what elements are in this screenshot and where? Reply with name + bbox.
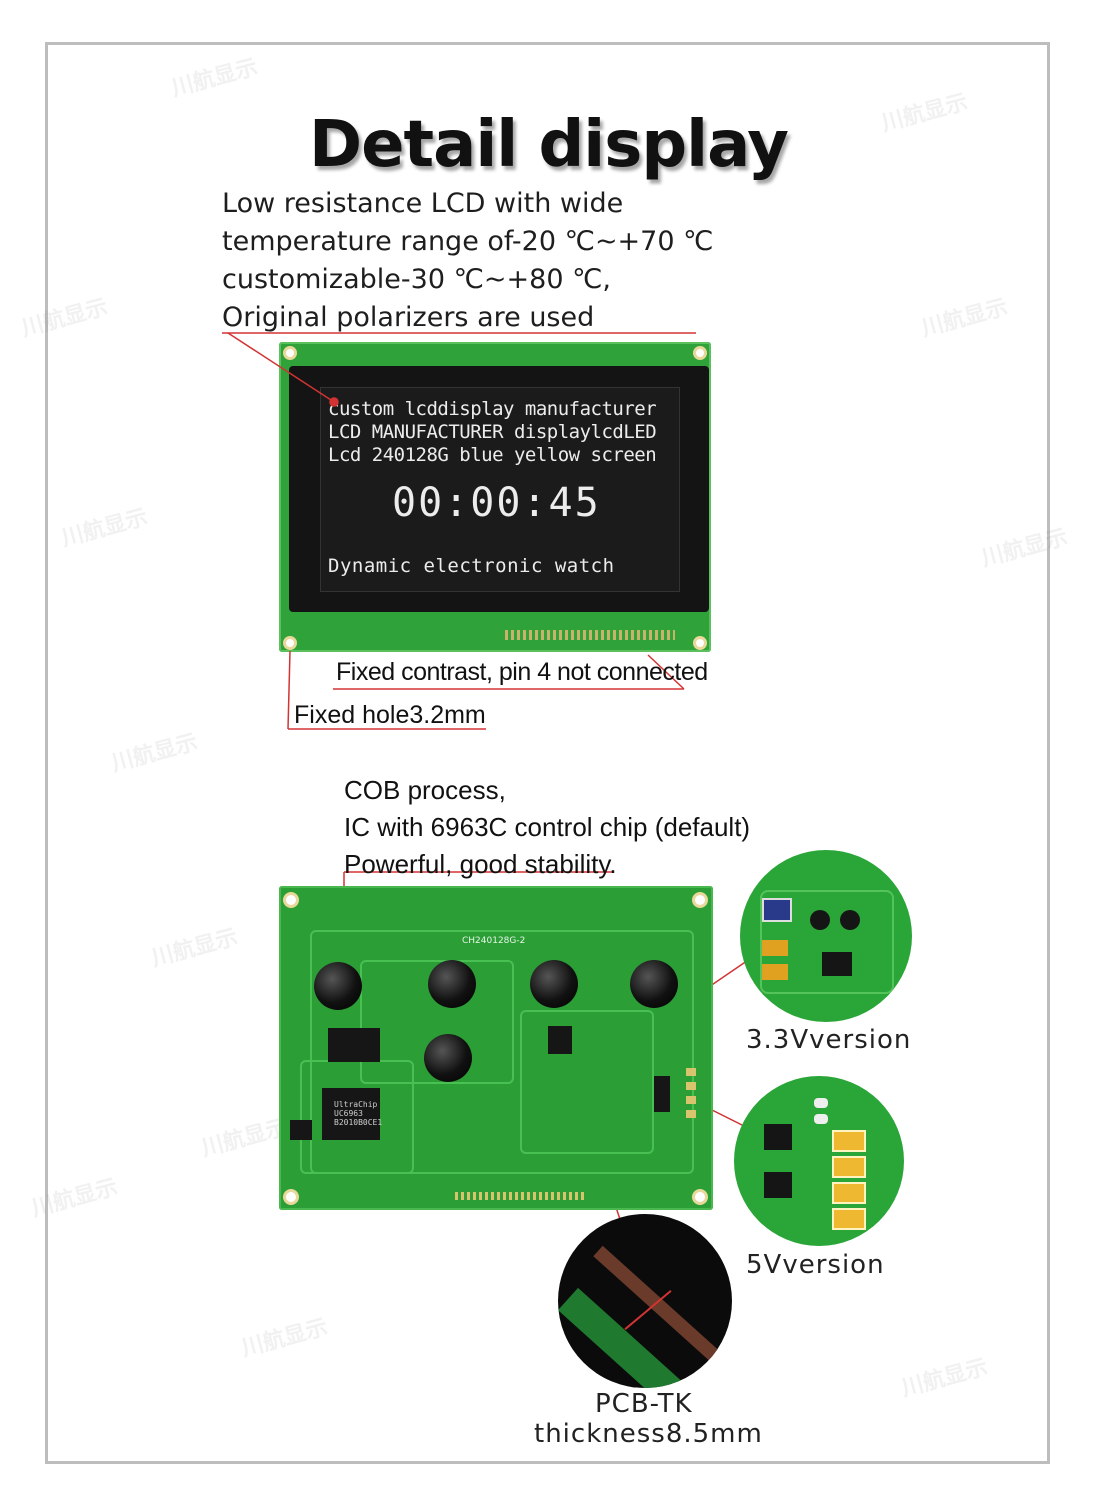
zoom-3v3-circuit [740, 850, 912, 1022]
ic-chip [764, 1124, 792, 1150]
solder-pad [686, 1096, 696, 1104]
mounting-hole [693, 346, 707, 360]
pin-row [455, 1192, 585, 1200]
description-line: Original polarizers are used [222, 302, 595, 333]
mounting-hole [283, 636, 297, 650]
mounting-hole [692, 1189, 708, 1205]
pcb-board-label: CH240128G-2 [462, 936, 526, 946]
ic-chip [764, 1172, 792, 1198]
cob-description: COB process, IC with 6963C control chip … [344, 772, 750, 883]
description-line: Low resistance LCD with wide [222, 188, 624, 219]
lcd-line: Lcd 240128G blue yellow screen [328, 444, 657, 466]
cob-line: Powerful, good stability. [344, 849, 617, 879]
jumper [814, 1098, 828, 1108]
cob-epoxy-blob [424, 1034, 472, 1082]
pcb-trace [520, 1010, 654, 1154]
controller-chip-label: UltraChip UC6963 B2010B0CE1 [334, 1100, 383, 1127]
description-line: customizable-30 ℃~+80 ℃, [222, 264, 611, 295]
ic-chip [290, 1120, 312, 1140]
version-3v3-caption: 3.3Vversion [746, 1025, 912, 1055]
ic-chip [822, 952, 852, 976]
mounting-hole [283, 892, 299, 908]
lcd-screen [320, 387, 680, 592]
pcb-trace [760, 890, 894, 994]
cob-line: IC with 6963C control chip (default) [344, 812, 751, 842]
thickness-caption-line1: PCB-TK [595, 1389, 693, 1419]
cob-epoxy-blob [630, 960, 678, 1008]
solder-pad [686, 1068, 696, 1076]
ic-chip [328, 1028, 380, 1062]
cob-epoxy-blob [530, 960, 578, 1008]
cob-line: COB process, [344, 775, 506, 805]
thickness-caption-line2: thickness8.5mm [534, 1419, 763, 1449]
lcd-footer: Dynamic electronic watch [328, 555, 615, 577]
pcb-trace [310, 930, 694, 1174]
component [840, 910, 860, 930]
lcd-pin-header [505, 630, 675, 640]
capacitor [762, 964, 788, 980]
component [762, 898, 792, 922]
mounting-hole [692, 892, 708, 908]
description-line: temperature range of-20 ℃~+70 ℃ [222, 226, 714, 257]
mounting-hole [693, 636, 707, 650]
mounting-hole [283, 346, 297, 360]
capacitor [832, 1130, 866, 1152]
lcd-line: custom lcddisplay manufacturer [328, 398, 657, 420]
page-title: Detail display [309, 108, 789, 182]
jumper [814, 1114, 828, 1124]
capacitor [832, 1208, 866, 1230]
mounting-hole [283, 1189, 299, 1205]
component [810, 910, 830, 930]
capacitor [832, 1182, 866, 1204]
zoom-pcb-thickness [558, 1214, 732, 1388]
lcd-line: LCD MANUFACTURER displaylcdLED [328, 421, 657, 443]
solder-pad [686, 1082, 696, 1090]
description-block: Low resistance LCD with wide temperature… [222, 185, 713, 337]
capacitor [762, 940, 788, 956]
capacitor [832, 1156, 866, 1178]
version-5v-caption: 5Vversion [746, 1250, 885, 1280]
cob-epoxy-blob [428, 960, 476, 1008]
lcd-clock: 00:00:45 [392, 480, 601, 526]
zoom-5v-circuit [734, 1076, 904, 1246]
controller-chip [322, 1088, 380, 1140]
cob-epoxy-blob [314, 962, 362, 1010]
solder-pad [686, 1110, 696, 1118]
page-frame [45, 42, 1050, 1464]
ic-chip [548, 1026, 572, 1054]
contrast-callout: Fixed contrast, pin 4 not connected [336, 658, 708, 686]
pcb-trace [360, 960, 514, 1084]
hole-callout: Fixed hole3.2mm [294, 701, 486, 729]
ic-chip [654, 1076, 670, 1112]
